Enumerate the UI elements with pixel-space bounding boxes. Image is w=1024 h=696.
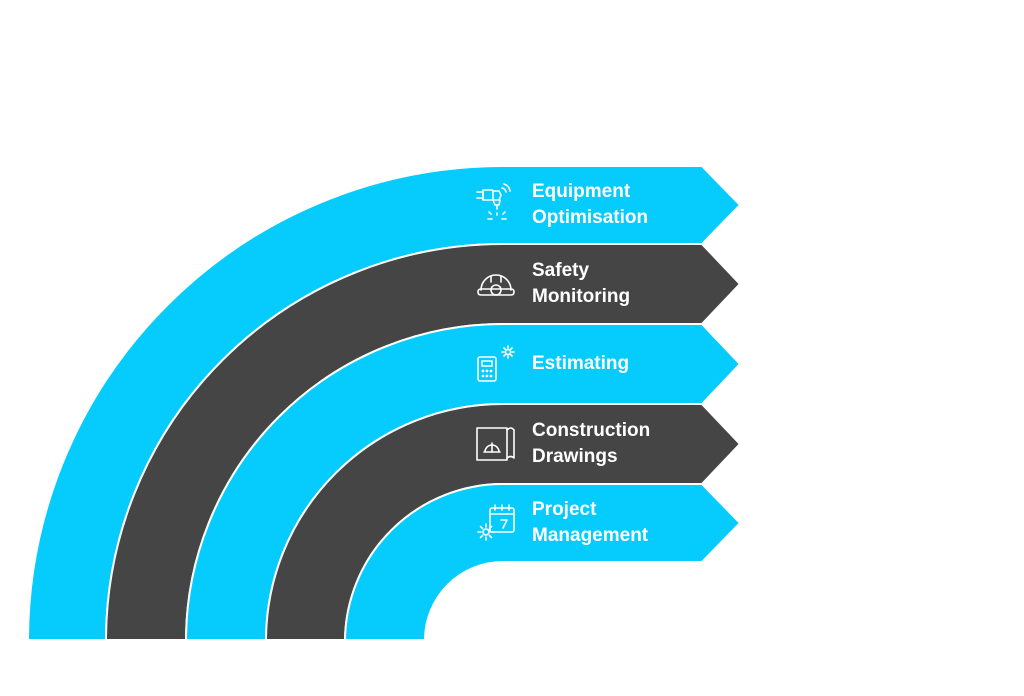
label-line-1: Estimating bbox=[532, 353, 630, 374]
label-line-1: Project bbox=[532, 499, 597, 520]
label-estimating: Estimating bbox=[532, 351, 629, 377]
label-line-1: Construction bbox=[532, 420, 651, 441]
label-project-management: Project Management bbox=[532, 497, 648, 549]
label-construction-drawings: Construction Drawings bbox=[532, 418, 650, 470]
label-line-2: Drawings bbox=[532, 446, 618, 467]
calendar-gear-icon bbox=[477, 504, 515, 541]
jackhammer-icon bbox=[476, 183, 511, 220]
calculator-gear-icon bbox=[477, 345, 515, 382]
label-line-2: Optimisation bbox=[532, 207, 649, 228]
label-line-1: Safety bbox=[532, 260, 590, 281]
label-equipment-optimisation: Equipment Optimisation bbox=[532, 179, 648, 231]
blueprint-icon bbox=[476, 427, 515, 461]
label-line-2: Monitoring bbox=[532, 286, 631, 307]
label-line-2: Management bbox=[532, 525, 649, 546]
hard-hat-icon bbox=[477, 274, 515, 296]
label-safety-monitoring: Safety Monitoring bbox=[532, 258, 630, 310]
band-project-management bbox=[343, 483, 742, 641]
label-line-1: Equipment bbox=[532, 181, 631, 202]
